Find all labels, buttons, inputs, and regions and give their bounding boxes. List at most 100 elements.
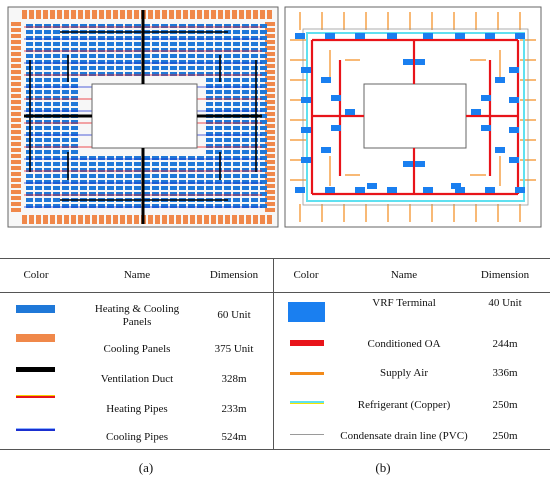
heating-cooling-panel: [161, 54, 168, 58]
heating-cooling-panel: [53, 60, 60, 64]
heating-cooling-panel: [215, 174, 222, 178]
vrf-terminal: [481, 125, 491, 131]
heating-cooling-panel: [71, 174, 78, 178]
heating-cooling-panel: [26, 30, 33, 34]
heating-cooling-panel: [62, 60, 69, 64]
heating-cooling-panel: [35, 72, 42, 76]
heating-cooling-panel: [53, 156, 60, 160]
cooling-panel: [265, 28, 275, 32]
cooling-panel: [265, 34, 275, 38]
heating-cooling-panel: [260, 54, 267, 58]
cooling-panel: [127, 215, 132, 224]
heating-cooling-panel: [125, 24, 132, 28]
heating-cooling-panel: [134, 204, 141, 208]
cooling-panel: [11, 112, 21, 116]
heating-cooling-panel: [215, 42, 222, 46]
heating-cooling-panel: [224, 90, 231, 94]
heating-cooling-panel: [215, 168, 222, 172]
heating-cooling-panel: [152, 156, 159, 160]
heating-cooling-panel: [170, 156, 177, 160]
cooling-panel: [176, 215, 181, 224]
cooling-panel: [11, 166, 21, 170]
heating-cooling-panel: [62, 204, 69, 208]
heating-cooling-panel: [62, 168, 69, 172]
heating-cooling-panel: [53, 126, 60, 130]
heating-cooling-panel: [197, 192, 204, 196]
plan-b-vrf-terminals: [295, 33, 525, 193]
heating-cooling-panel: [53, 162, 60, 166]
heating-cooling-panel: [98, 174, 105, 178]
heating-cooling-panel: [44, 96, 51, 100]
cooling-panel: [106, 10, 111, 19]
heating-cooling-panel: [116, 66, 123, 70]
heating-cooling-panel: [71, 192, 78, 196]
heating-cooling-panel: [215, 132, 222, 136]
heating-cooling-panel: [53, 204, 60, 208]
cooling-panel: [85, 10, 90, 19]
heating-cooling-panel: [134, 42, 141, 46]
heating-cooling-panel: [251, 168, 258, 172]
heating-cooling-panel: [44, 144, 51, 148]
heating-cooling-panel: [107, 192, 114, 196]
vrf-terminal: [455, 33, 465, 39]
heating-cooling-panel: [206, 66, 213, 70]
heating-cooling-panel: [35, 30, 42, 34]
heating-cooling-panel: [224, 96, 231, 100]
swatch-refrigerant-yellow: [290, 403, 324, 404]
swatch-cooling-pipes-light: [16, 428, 55, 429]
heating-cooling-panel: [134, 162, 141, 166]
cooling-panel: [11, 130, 21, 134]
heating-cooling-panel: [125, 168, 132, 172]
cooling-panel: [11, 172, 21, 176]
heating-cooling-panel: [62, 150, 69, 154]
heating-cooling-panel: [188, 162, 195, 166]
heating-cooling-panel: [179, 192, 186, 196]
heating-cooling-panel: [233, 198, 240, 202]
heating-cooling-panel: [242, 96, 249, 100]
heating-cooling-panel: [188, 42, 195, 46]
heating-cooling-panel: [242, 54, 249, 58]
cooling-panel: [11, 76, 21, 80]
heating-cooling-panel: [170, 60, 177, 64]
vrf-terminal: [515, 187, 525, 193]
heating-cooling-panel: [215, 156, 222, 160]
heating-cooling-panel: [44, 198, 51, 202]
cooling-panel: [204, 215, 209, 224]
heating-cooling-panel: [206, 24, 213, 28]
heating-cooling-panel: [71, 78, 78, 82]
cooling-panel: [176, 10, 181, 19]
cooling-panel: [148, 10, 153, 19]
heating-cooling-panel: [215, 186, 222, 190]
cooling-panel: [85, 215, 90, 224]
heating-cooling-panel: [179, 60, 186, 64]
cooling-panel: [246, 215, 251, 224]
cooling-panel: [197, 10, 202, 19]
cooling-panel: [265, 112, 275, 116]
heating-cooling-panel: [44, 54, 51, 58]
header-dimension-left: Dimension: [209, 269, 259, 281]
heating-cooling-panel: [233, 144, 240, 148]
heating-cooling-panel: [80, 192, 87, 196]
heating-cooling-panel: [206, 120, 213, 124]
heating-cooling-panel: [71, 186, 78, 190]
plan-b-conditioned-oa: [310, 38, 520, 196]
heating-cooling-panel: [116, 192, 123, 196]
heating-cooling-panel: [107, 156, 114, 160]
heating-cooling-panel: [224, 108, 231, 112]
cooling-panel: [29, 215, 34, 224]
heating-cooling-panel: [134, 48, 141, 52]
cooling-panel: [260, 215, 265, 224]
cooling-panel: [106, 215, 111, 224]
heating-cooling-panel: [53, 108, 60, 112]
heating-cooling-panel: [224, 156, 231, 160]
heating-cooling-panel: [143, 186, 150, 190]
cooling-panel: [265, 88, 275, 92]
heating-cooling-panel: [134, 36, 141, 40]
cooling-panel: [218, 215, 223, 224]
heating-cooling-panel: [62, 72, 69, 76]
heating-cooling-panel: [233, 96, 240, 100]
cooling-panel: [11, 124, 21, 128]
heating-cooling-panel: [179, 156, 186, 160]
heating-cooling-panel: [134, 54, 141, 58]
heating-cooling-panel: [98, 24, 105, 28]
